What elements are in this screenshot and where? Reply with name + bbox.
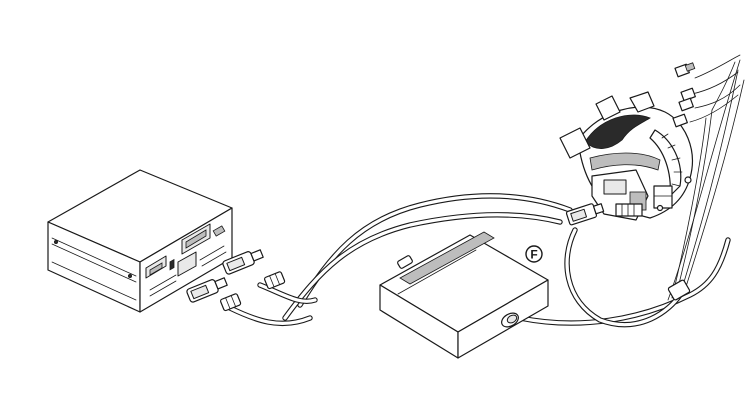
mount-bracket-left <box>559 127 591 159</box>
actuator-side <box>653 185 673 209</box>
screw-icon <box>54 239 59 244</box>
headlamp-assembly <box>559 91 693 226</box>
harness-wire-10 <box>691 71 739 95</box>
harness-wire-9 <box>689 94 739 123</box>
screw-icon <box>127 273 132 278</box>
control-unit <box>47 169 233 313</box>
harness-wire-7 <box>694 54 741 79</box>
callout-f: F <box>525 245 543 263</box>
terminal-3 <box>678 97 694 112</box>
harness-wire-2 <box>683 79 745 294</box>
harness-wire-6 <box>711 61 736 111</box>
strain-relief <box>397 255 413 269</box>
screw-icon <box>684 176 692 184</box>
connector-port <box>615 203 643 217</box>
harness-wire-8 <box>694 84 741 109</box>
harness-wire-3 <box>675 109 713 297</box>
inline-connector-a <box>264 271 286 290</box>
harness-wire-1 <box>679 69 739 296</box>
plug-connector <box>565 203 605 226</box>
harness-clamp <box>667 279 691 301</box>
harness-wire-4 <box>671 117 707 299</box>
interface-box-stripe <box>399 231 495 285</box>
callout-circle <box>525 245 543 263</box>
inline-connector-b <box>220 293 242 312</box>
cable-bundle <box>227 54 745 328</box>
terminal-4 <box>672 113 688 128</box>
connector-group <box>186 249 286 312</box>
screw-icon <box>656 204 664 212</box>
small-port <box>177 251 197 277</box>
actuator-window <box>603 179 627 195</box>
serial-connector-a <box>222 249 264 275</box>
callout-label: F <box>530 248 537 262</box>
mount-bracket-top-right <box>629 91 655 113</box>
serial-connector-b <box>186 277 228 303</box>
terminal-group <box>672 62 696 128</box>
interface-box <box>379 231 549 359</box>
housing-top-dark <box>584 114 651 149</box>
mount-bracket-top <box>595 95 621 121</box>
